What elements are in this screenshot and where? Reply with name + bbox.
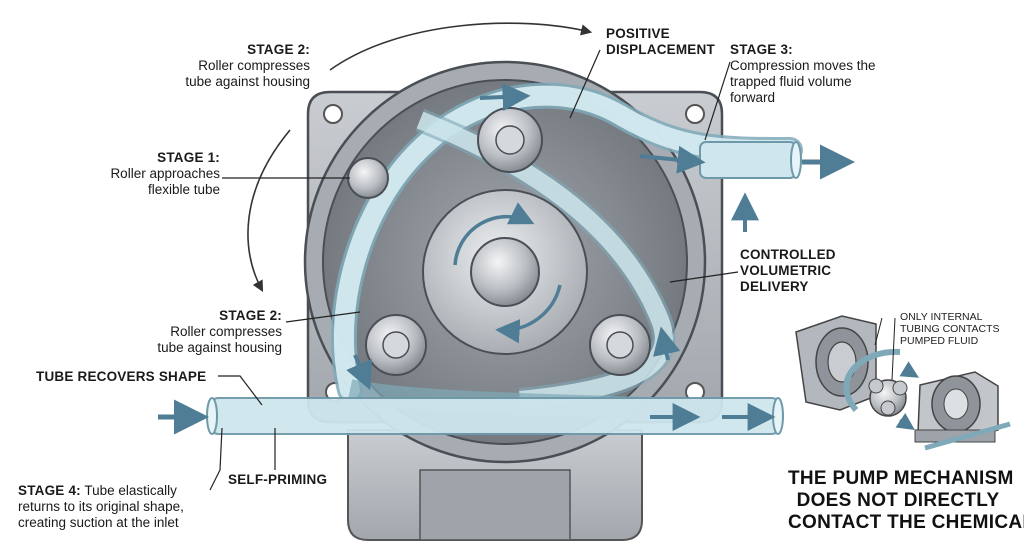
stage1-line1: Roller approaches	[110, 166, 220, 181]
headline-line3: CONTACT THE CHEMICAL	[788, 512, 1024, 533]
stage2-top-title: STAGE 2:	[247, 42, 310, 57]
controlled-line2: VOLUMETRIC	[740, 263, 832, 278]
label-stage4: STAGE 4: Tube elastically returns to its…	[18, 483, 184, 531]
rotation-arrow-icon	[495, 284, 562, 344]
rotation-arc-icon	[329, 22, 593, 71]
label-tube-recovers: TUBE RECOVERS SHAPE	[36, 369, 207, 384]
outlet-tube	[699, 141, 802, 179]
flow-arrows	[158, 83, 855, 435]
headline-line2: DOES NOT DIRECTLY	[796, 490, 1000, 511]
stage3-line2: trapped fluid volume	[730, 74, 852, 89]
pump-base	[347, 429, 643, 541]
label-stage1: STAGE 1: Roller approaches flexible tube	[80, 150, 220, 198]
label-controlled-delivery: CONTROLLED VOLUMETRIC DELIVERY	[740, 247, 836, 295]
inset-line2: TUBING CONTACTS	[900, 323, 1000, 335]
label-inset: ONLY INTERNAL TUBING CONTACTS PUMPED FLU…	[900, 311, 1000, 347]
flow-arrow-icon	[639, 145, 706, 174]
positive-displacement-line1: POSITIVE	[606, 26, 670, 41]
rollers	[347, 107, 651, 376]
label-stage3: STAGE 3: Compression moves the trapped f…	[730, 42, 876, 106]
stage4-title: STAGE 4:	[18, 483, 81, 498]
exploded-view-inset	[795, 315, 1011, 451]
label-self-priming: SELF-PRIMING	[228, 472, 328, 487]
stage2-top-line1: Roller compresses	[198, 58, 310, 73]
rotation-arrow-icon	[453, 202, 535, 266]
bolt-hole-icon	[323, 104, 343, 124]
rotor-hub-icon	[470, 237, 540, 307]
stage4-line2: returns to its original shape,	[18, 499, 184, 514]
flow-arrow-icon	[346, 354, 372, 391]
bolt-hole-icon	[685, 104, 705, 124]
headline: THE PUMP MECHANISM DOES NOT DIRECTLY CON…	[788, 468, 1024, 534]
inset-line3: PUMPED FLUID	[900, 335, 979, 347]
flow-arrow-icon	[653, 326, 681, 361]
stage4-line1: Tube elastically	[80, 483, 177, 498]
roller-icon	[347, 157, 389, 199]
stage2-mid-line2: tube against housing	[157, 340, 282, 355]
stage2-top-line2: tube against housing	[185, 74, 310, 89]
inlet-tube	[206, 397, 784, 435]
rotation-arc-icon	[247, 129, 291, 292]
stage1-title: STAGE 1:	[157, 150, 220, 165]
stage1-line2: flexible tube	[147, 182, 220, 197]
leader-lines	[209, 49, 739, 491]
stage4-line3: creating suction at the inlet	[18, 515, 179, 530]
controlled-line1: CONTROLLED	[740, 247, 836, 262]
stage3-title: STAGE 3:	[730, 42, 793, 57]
label-positive-displacement: POSITIVE DISPLACEMENT	[606, 26, 715, 58]
stage2-mid-title: STAGE 2:	[219, 308, 282, 323]
label-stage2-top: STAGE 2: Roller compresses tube against …	[150, 42, 310, 90]
inset-line1: ONLY INTERNAL	[900, 311, 983, 323]
stage3-line1: Compression moves the	[730, 58, 876, 73]
headline-line1: THE PUMP MECHANISM	[788, 468, 1014, 489]
positive-displacement-line2: DISPLACEMENT	[606, 42, 715, 57]
flow-arrow-icon	[479, 83, 531, 111]
rotor	[422, 189, 588, 355]
label-stage2-mid: STAGE 2: Roller compresses tube against …	[120, 308, 282, 356]
stage2-mid-line1: Roller compresses	[170, 324, 282, 339]
controlled-line3: DELIVERY	[740, 279, 809, 294]
stage3-line3: forward	[730, 90, 776, 105]
